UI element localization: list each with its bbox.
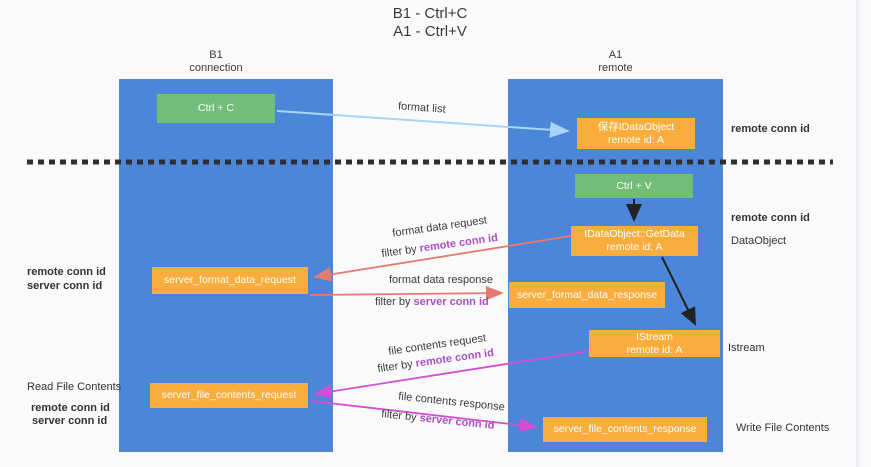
lane-header-a1: A1 remote [508,49,723,75]
side-label-remote-conn-id-right-1: remote conn id [731,123,810,135]
title-line-1: B1 - Ctrl+C [392,5,468,22]
node-istream-line1: IStream [636,330,673,343]
node-save-idataobject: 保存IDataObject remote id: A [577,118,695,149]
node-getdata-line1: IDataObject::GetData [584,228,685,240]
arrow-format-data-request [313,235,572,282]
arrow-file-contents-request [313,350,590,399]
node-server-file-contents-response: server_file_contents_response [543,417,707,442]
arrow-format-list [276,110,570,138]
node-server-format-data-response: server_format_data_response [509,282,665,308]
side-label-server-conn-id-left-1: server conn id [27,280,103,292]
side-label-remote-conn-id-right-2: remote conn id [731,212,810,224]
label-format-data-response: format data response [389,274,493,286]
lane-a1-subtitle: remote [598,62,633,74]
side-label-istream: Istream [728,342,765,354]
node-istream-line2: remote id: A [626,343,683,356]
side-label-remote-conn-id-left-1: remote conn id [27,266,106,278]
arrow-file-contents-response [310,400,538,433]
side-label-server-conn-id-left-2: server conn id [32,415,108,427]
node-file-resp-label: server_file_contents_response [553,423,697,435]
server-conn-id-text: server conn id [413,296,489,308]
node-ctrl-c: Ctrl + C [157,94,275,123]
side-label-dataobject: DataObject [731,235,787,247]
node-save-line1: 保存IDataObject [597,120,675,133]
node-istream: IStream remote id: A [589,330,720,357]
diagram-title: B1 - Ctrl+C A1 - Ctrl+V [0,5,860,41]
title-line-2: A1 - Ctrl+V [393,23,467,40]
filter-by-text: filter by [375,296,411,308]
node-getdata-line2: remote id: A [606,241,663,253]
node-ctrl-c-label: Ctrl + C [198,102,234,114]
node-ctrl-v-label: Ctrl + V [616,179,652,192]
label-filter-server-conn-id-1: filter by server conn id [375,296,489,308]
side-label-remote-conn-id-left-2: remote conn id [31,402,110,414]
side-label-write-file-contents: Write File Contents [736,422,830,434]
label-format-data-response-text: format data response [389,274,493,286]
node-ctrl-v: Ctrl + V [575,174,693,198]
lane-a1-title: A1 [608,49,623,61]
arrow-format-data-response [309,285,504,301]
node-format-resp-label: server_format_data_response [516,288,658,301]
node-server-format-data-request: server_format_data_request [152,267,308,294]
lane-b1-subtitle: connection [189,62,243,74]
arrow-getdata-to-istream [661,256,696,326]
side-label-read-file-contents: Read File Contents [27,381,122,393]
node-file-req-label: server_file_contents_request [161,389,297,401]
node-server-file-contents-request: server_file_contents_request [150,383,308,408]
lane-header-b1: B1 connection [109,49,323,75]
node-format-req-label: server_format_data_request [164,274,296,286]
window-edge-divider [856,0,859,467]
node-idataobject-getdata: IDataObject::GetData remote id: A [571,226,698,256]
node-save-line2: remote id: A [607,133,665,146]
lane-b1-title: B1 [209,49,223,61]
